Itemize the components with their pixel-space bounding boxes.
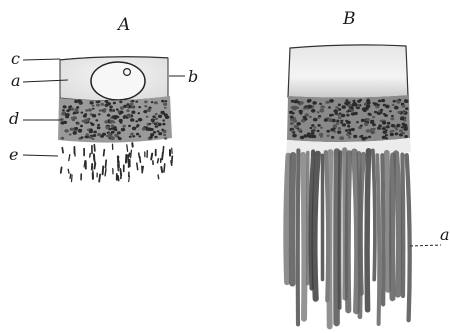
label-d: d [9, 109, 19, 128]
panel-b: B a [286, 9, 450, 326]
pointer-e [23, 155, 58, 156]
label-e: e [9, 145, 18, 164]
label-b-a: a [440, 225, 450, 244]
label-c: c [11, 49, 20, 68]
basal-rods-b [286, 150, 410, 326]
panel-b-title: B [342, 9, 356, 29]
nucleus [91, 62, 145, 100]
panel-a-title: A [116, 15, 130, 35]
label-b: b [188, 67, 198, 86]
pointer-c [23, 59, 60, 60]
panel-a: A c a b d e [9, 15, 198, 182]
label-a: a [11, 71, 21, 90]
clear-zone-b [288, 45, 408, 98]
pointer-b-a [410, 245, 441, 246]
basal-rods-a [61, 143, 173, 182]
